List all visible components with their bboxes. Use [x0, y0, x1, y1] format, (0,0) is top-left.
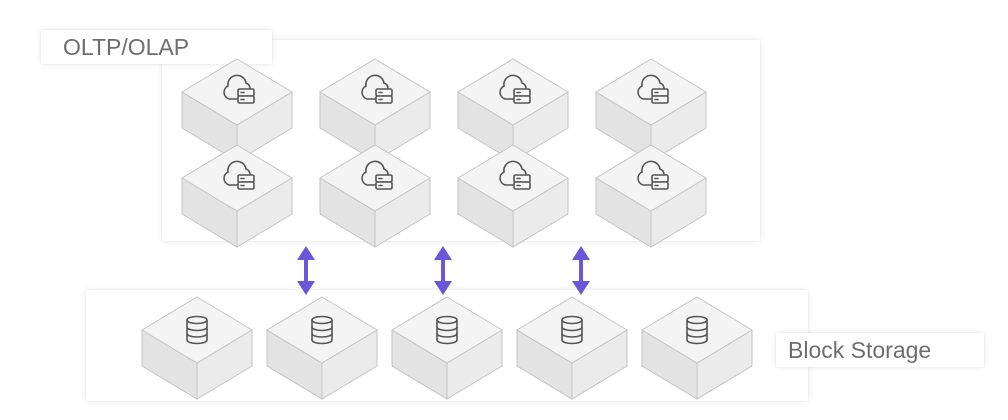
database-cylinder-icon	[686, 315, 708, 345]
bidirectional-link-arrow	[572, 246, 590, 295]
database-cylinder-icon	[436, 315, 458, 345]
database-cylinder-icon	[311, 315, 333, 345]
compute-node	[457, 58, 569, 162]
compute-node	[457, 144, 569, 248]
compute-node	[319, 58, 431, 162]
storage-node	[391, 296, 503, 400]
storage-node	[516, 296, 628, 400]
storage-node	[141, 296, 253, 400]
cloud-database-server-icon	[223, 160, 255, 190]
storage-node	[641, 296, 753, 400]
cloud-database-server-icon	[223, 74, 255, 104]
compute-tier-label: OLTP/OLAP	[41, 30, 272, 64]
cloud-database-server-icon	[637, 160, 669, 190]
storage-tier-label: Block Storage	[776, 333, 984, 367]
database-cylinder-icon	[186, 315, 208, 345]
compute-node	[595, 144, 707, 248]
cloud-database-server-icon	[361, 160, 393, 190]
cloud-database-server-icon	[637, 74, 669, 104]
bidirectional-link-arrow	[434, 246, 452, 295]
compute-node	[595, 58, 707, 162]
compute-node	[319, 144, 431, 248]
bidirectional-link-arrow	[297, 246, 315, 295]
cloud-database-server-icon	[361, 74, 393, 104]
cloud-database-server-icon	[499, 74, 531, 104]
compute-node	[181, 144, 293, 248]
database-cylinder-icon	[561, 315, 583, 345]
cloud-database-server-icon	[499, 160, 531, 190]
storage-node	[266, 296, 378, 400]
